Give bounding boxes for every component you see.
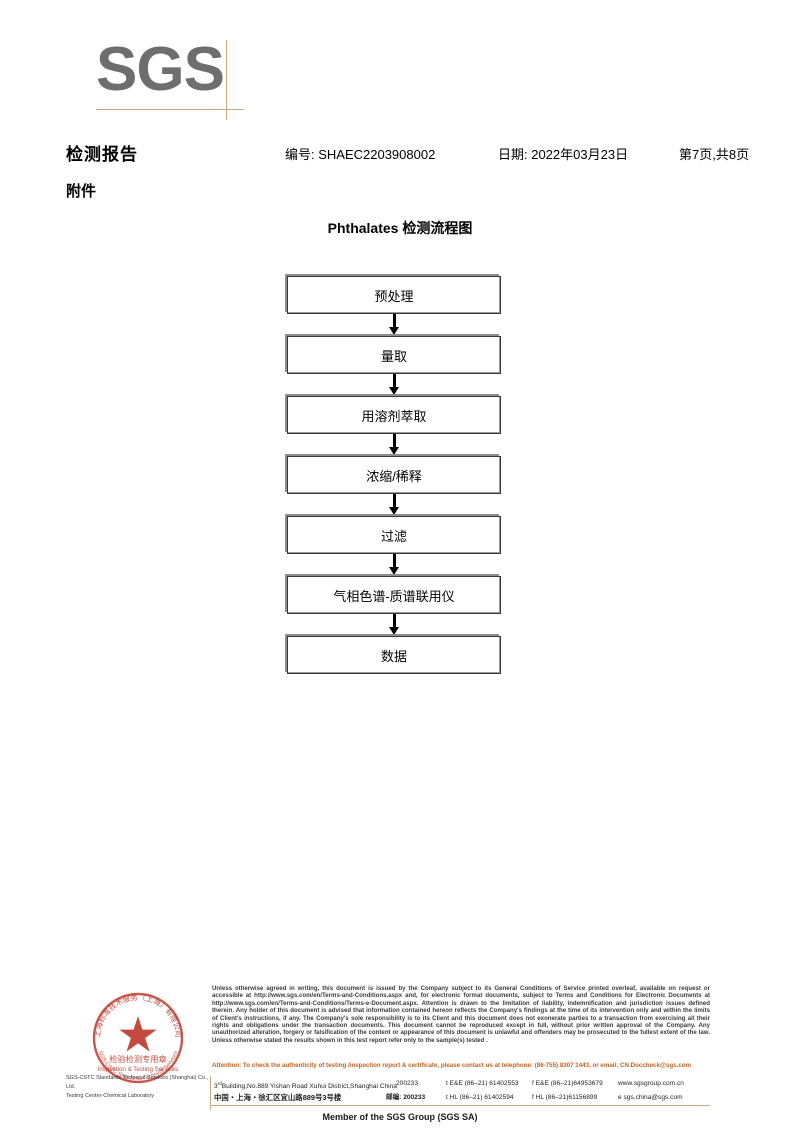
flow-arrow-3 xyxy=(287,434,501,456)
flow-step-6: 气相色谱-质谱联用仪 xyxy=(285,574,501,614)
flow-step-3: 用溶剂萃取 xyxy=(285,394,501,434)
report-number: 编号: SHAEC2203908002 xyxy=(285,147,436,162)
flow-arrow-6 xyxy=(287,614,501,636)
lab-name-line2: Testing Center-Chemical Laboratory xyxy=(66,1093,155,1099)
laboratory-name: SGS-CSTC Standards Technical Services (S… xyxy=(66,1074,216,1101)
stamp-graphic: 上海标准技术服务（上海）有限公司 SGS-CSTC Standards Tech… xyxy=(92,993,184,1084)
address-en: 3rdBuilding,No.889 Yishan Road Xuhui Dis… xyxy=(214,1081,397,1091)
attachment-label: 附件 xyxy=(66,183,97,200)
page-indicator: 第7页,共8页 xyxy=(679,147,750,162)
document-header: 检测报告 编号: SHAEC2203908002 日期: 2022年03月23日… xyxy=(66,140,750,166)
flow-step-1: 预处理 xyxy=(285,274,501,314)
sgs-wordmark: SGS xyxy=(96,35,225,104)
flowchart-title: Phthalates 检测流程图 xyxy=(327,220,473,236)
footer-horizontal-divider xyxy=(210,1105,710,1106)
report-date: 日期: 2022年03月23日 xyxy=(498,147,629,162)
flow-step-7: 数据 xyxy=(285,634,501,674)
flow-arrow-2 xyxy=(287,374,501,396)
address-block: 3rdBuilding,No.889 Yishan Road Xuhui Dis… xyxy=(214,1077,710,1107)
page-title: 检测报告 xyxy=(66,145,138,164)
flow-step-5: 过滤 xyxy=(285,514,501,554)
svg-text:检验检测专用章: 检验检测专用章 xyxy=(109,1054,166,1064)
terms-and-conditions-text: Unless otherwise agreed in writing, this… xyxy=(212,985,710,1044)
fax-ee: f E&E (86–21)64953679 xyxy=(532,1080,603,1087)
logo-vertical-rule xyxy=(226,40,227,120)
attention-notice: Attention: To check the authenticity of … xyxy=(212,1062,692,1069)
group-membership-note: Member of the SGS Group (SGS SA) xyxy=(322,1112,478,1122)
flow-arrow-1 xyxy=(287,314,501,336)
logo-horizontal-rule xyxy=(96,109,244,110)
fax-hl: f HL (86–21)61156899 xyxy=(532,1094,598,1101)
lab-name-line1: SGS-CSTC Standards Technical Services (S… xyxy=(66,1075,209,1090)
svg-text:Inspection & Testing Services: Inspection & Testing Services xyxy=(98,1066,179,1073)
footer-vertical-divider xyxy=(210,1076,211,1110)
flow-arrow-5 xyxy=(287,554,501,576)
flow-arrow-4 xyxy=(287,494,501,516)
zip-cn: 邮编: 200233 xyxy=(386,1094,426,1101)
address-row-en: 3rdBuilding,No.889 Yishan Road Xuhui Dis… xyxy=(214,1077,710,1091)
inspection-stamp: 上海标准技术服务（上海）有限公司 SGS-CSTC Standards Tech… xyxy=(86,986,190,1090)
flow-step-4: 浓缩/稀释 xyxy=(285,454,501,494)
address-row-cn: 中国・上海・徐汇区宜山路889号3号楼 邮编: 200233 t HL (86–… xyxy=(214,1091,710,1105)
email-link[interactable]: e sgs.china@sgs.com xyxy=(618,1094,683,1101)
website-link[interactable]: www.sgsgroup.com.cn xyxy=(618,1080,684,1087)
address-cn: 中国・上海・徐汇区宜山路889号3号楼 xyxy=(214,1093,342,1102)
telephone-ee: t E&E (86–21) 61402553 xyxy=(446,1080,519,1087)
telephone-hl: t HL (86–21) 61402594 xyxy=(446,1094,514,1101)
flowchart: 预处理 量取 用溶剂萃取 浓缩/稀释 过滤 气相色谱-质谱联用仪 数据 xyxy=(285,274,503,674)
flow-step-2: 量取 xyxy=(285,334,501,374)
zip-en: 200233 xyxy=(396,1080,419,1087)
sgs-logo: SGS xyxy=(96,38,256,120)
